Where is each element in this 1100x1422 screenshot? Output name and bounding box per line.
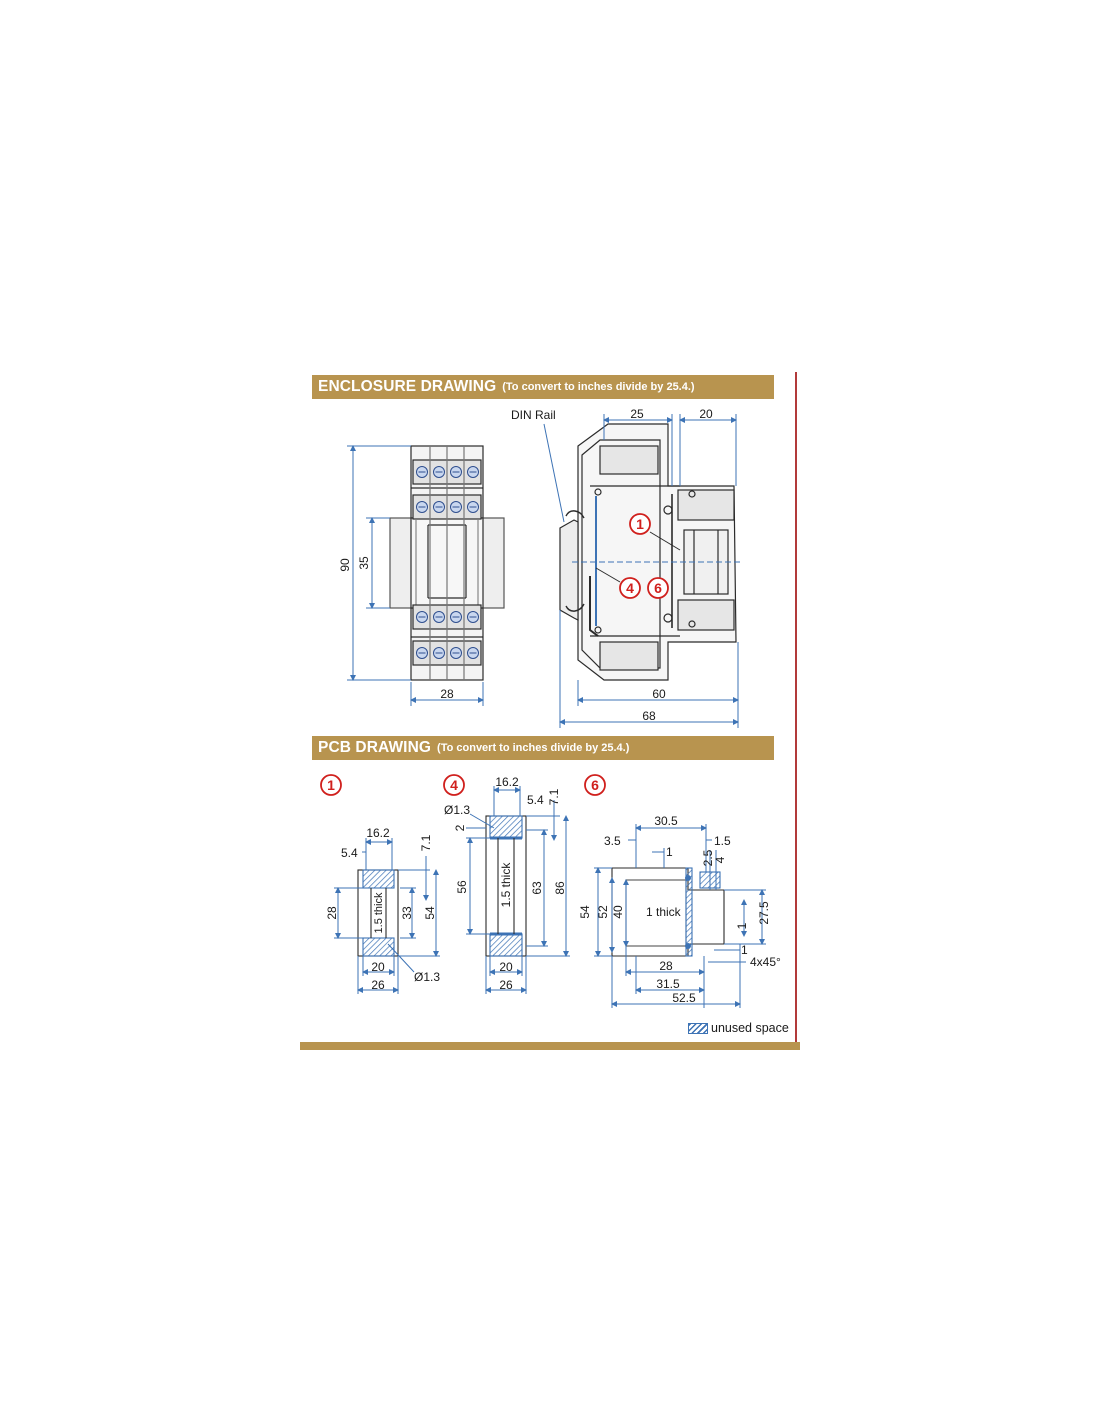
pcb4-dim-top: 16.2	[495, 775, 519, 789]
pcb6-dim-1-5: 1.5	[714, 834, 731, 848]
pcb6-thickness: 1 thick	[646, 905, 682, 919]
pcb1-dim-20: 20	[371, 960, 385, 974]
front-dimensions	[347, 445, 484, 706]
pcb1-dim-28: 28	[325, 906, 339, 920]
pcb6-dim-4: 4	[713, 856, 727, 863]
pcb-banner: PCB DRAWING (To convert to inches divide…	[312, 736, 774, 760]
pcb6-dim-27-5: 27.5	[757, 901, 771, 925]
pcb1-thickness: 1.5 thick	[373, 892, 385, 933]
dim-20: 20	[699, 407, 713, 421]
svg-text:6: 6	[591, 777, 599, 793]
pcb4-thickness: 1.5 thick	[499, 862, 513, 908]
pcb4-dim-86: 86	[553, 881, 567, 895]
footer-bar	[300, 1042, 800, 1050]
svg-text:1: 1	[636, 516, 644, 532]
enclosure-banner: ENCLOSURE DRAWING (To convert to inches …	[312, 375, 774, 399]
enclosure-title: ENCLOSURE DRAWING	[318, 378, 497, 395]
pcb6-dim-2-5: 2.5	[701, 849, 715, 866]
pcb4-dim-7-1: 7.1	[547, 788, 561, 805]
pcb1-dim-top: 16.2	[366, 826, 390, 840]
pcb4-dim-26: 26	[499, 978, 513, 992]
pcb4-dim-63: 63	[530, 881, 544, 895]
callout-1-pcb: 1	[320, 774, 342, 796]
pcb1-dim-right-offset: 7.1	[419, 834, 433, 851]
enclosure-front-view	[389, 445, 505, 681]
enclosure-note: (To convert to inches divide by 25.4.)	[502, 381, 695, 393]
legend: unused space	[688, 1021, 789, 1035]
pcb6-dim-1: 1	[666, 845, 673, 859]
pcb6-dimensions	[594, 824, 766, 1008]
pcb1-board	[357, 869, 399, 957]
pcb4-dim-hole: Ø1.3	[444, 803, 470, 817]
pcb6-dim-40: 40	[611, 905, 625, 919]
dim-28: 28	[440, 687, 454, 701]
hatch-swatch-icon	[688, 1022, 708, 1034]
svg-text:4: 4	[626, 580, 634, 596]
pcb-title: PCB DRAWING	[318, 739, 432, 756]
pcb6-dim-52-5: 52.5	[672, 991, 696, 1005]
pcb6-dim-28: 28	[659, 959, 673, 973]
pcb4-dim-5-4: 5.4	[527, 793, 544, 807]
pcb1-dim-left-offset: 5.4	[341, 846, 358, 860]
legend-label: unused space	[711, 1021, 789, 1035]
pcb6-dim-1-bottom: 1	[741, 943, 748, 957]
svg-text:6: 6	[654, 580, 662, 596]
pcb6-dim-1-right: 1	[735, 922, 749, 929]
pcb6-dim-chamfer: 4x45°	[750, 955, 781, 969]
enclosure-side-view	[559, 423, 737, 681]
svg-text:1: 1	[327, 777, 335, 793]
callout-4-enclosure: 4	[595, 567, 641, 599]
pcb4-dim-2: 2	[453, 824, 467, 831]
dim-35: 35	[357, 556, 371, 570]
pcb1-dim-33: 33	[400, 906, 414, 920]
pcb4-dimensions	[466, 786, 570, 994]
callout-1-enclosure: 1	[629, 513, 681, 551]
din-rail-label: DIN Rail	[511, 408, 556, 422]
dim-68: 68	[642, 709, 656, 723]
dim-25: 25	[630, 407, 644, 421]
callout-4-pcb: 4	[443, 774, 465, 796]
pcb6-dim-31-5: 31.5	[656, 977, 680, 991]
din-rail-leader	[543, 423, 565, 523]
pcb4-dim-20: 20	[499, 960, 513, 974]
pcb6-dim-52: 52	[596, 905, 610, 919]
pcb1-dim-26: 26	[371, 978, 385, 992]
pcb4-board	[485, 815, 527, 957]
side-dimensions	[559, 414, 740, 728]
page-edge-rule	[795, 372, 797, 1048]
pcb1-dimensions	[334, 838, 440, 994]
callout-6-enclosure: 6	[647, 577, 669, 599]
dim-60: 60	[652, 687, 666, 701]
pcb6-dim-3-5: 3.5	[604, 834, 621, 848]
pcb1-dim-54: 54	[423, 906, 437, 920]
pcb4-dim-56: 56	[455, 880, 469, 894]
pcb-note: (To convert to inches divide by 25.4.)	[437, 742, 630, 754]
callout-6-pcb: 6	[584, 774, 606, 796]
dim-90: 90	[338, 558, 352, 572]
terminal-screws	[416, 466, 479, 659]
svg-text:4: 4	[450, 777, 458, 793]
pcb6-dim-30-5: 30.5	[654, 814, 678, 828]
pcb1-dim-hole: Ø1.3	[414, 970, 440, 984]
pcb6-dim-54: 54	[578, 905, 592, 919]
